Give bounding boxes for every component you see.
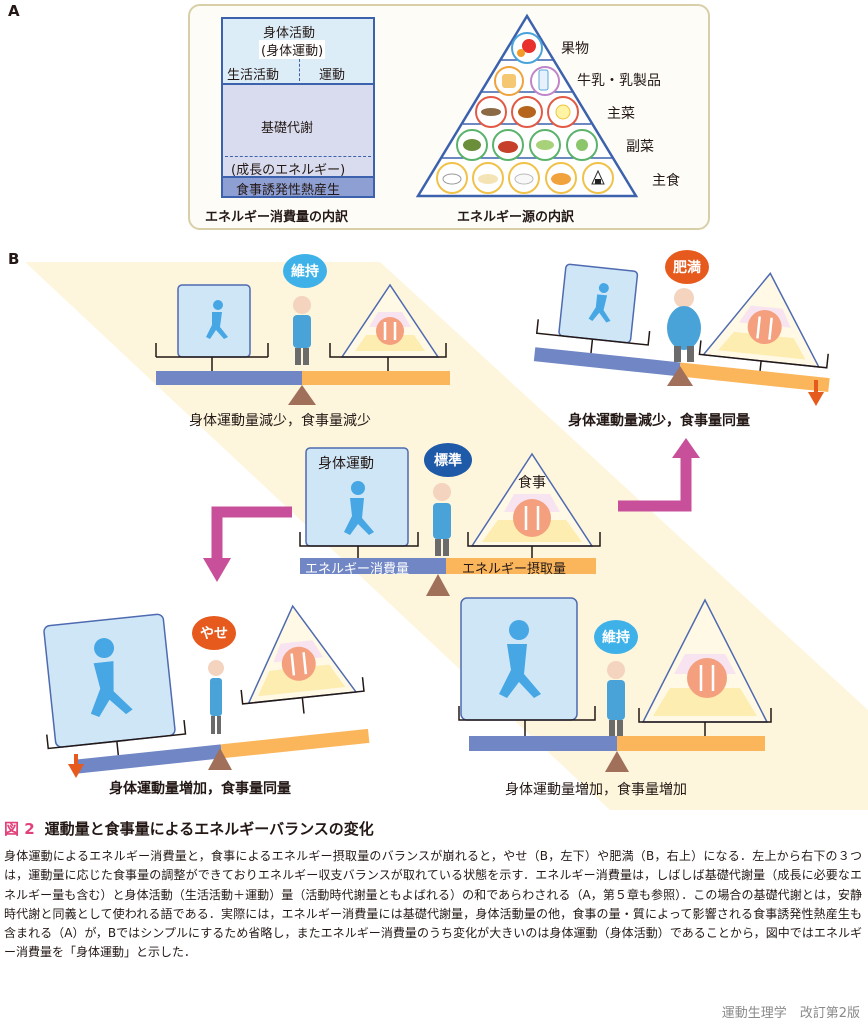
scale-bottom-left bbox=[43, 604, 370, 778]
figure-caption-body: 身体運動によるエネルギー消費量と，食事によるエネルギー摂取量のバランスが崩れると… bbox=[4, 847, 862, 963]
center-left-bar-label: エネルギー消費量 bbox=[305, 562, 410, 577]
status-badge-center: 標準 bbox=[424, 443, 472, 477]
running-person-icon bbox=[588, 283, 611, 323]
fork-knife-icon bbox=[281, 646, 316, 681]
caption-bottom-left: 身体運動量増加，食事量同量 bbox=[109, 781, 291, 797]
dit-label: 食事誘発性熱産生 bbox=[236, 183, 341, 198]
caption-top-left: 身体運動量減少，食事量減少 bbox=[189, 413, 371, 429]
energy-box-caption: エネルギー消費量の内訳 bbox=[205, 210, 349, 225]
scale-center bbox=[299, 447, 601, 596]
down-arrow-icon bbox=[68, 754, 84, 778]
caption-top-right: 身体運動量減少，食事量同量 bbox=[568, 413, 750, 429]
caption-bottom-right: 身体運動量増加，食事量増加 bbox=[505, 782, 687, 798]
caption-paragraph: 身体運動によるエネルギー消費量と，食事によるエネルギー摂取量のバランスが崩れると… bbox=[4, 849, 862, 960]
figure-number: 図 2 bbox=[4, 820, 35, 838]
status-badge-bottom-right: 維持 bbox=[594, 620, 638, 654]
fork-knife-icon bbox=[513, 499, 551, 537]
pyramid-level-staple: 主食 bbox=[652, 173, 680, 189]
apple-icon bbox=[522, 39, 536, 53]
arrow-to-thin bbox=[203, 506, 292, 582]
person-figure bbox=[208, 660, 224, 734]
down-arrow-icon bbox=[808, 380, 824, 406]
basal-section bbox=[223, 85, 373, 178]
person-figure bbox=[607, 661, 625, 736]
status-badge-top-left: 維持 bbox=[283, 254, 327, 288]
scale-bottom-right bbox=[458, 597, 772, 772]
center-exercise-label: 身体運動 bbox=[318, 456, 374, 472]
energy-expenditure-box: 身体活動 (身体運動) 生活活動 運動 基礎代謝 (成長のエネルギー) 食事誘発… bbox=[221, 17, 375, 198]
center-food-label: 食事 bbox=[518, 475, 546, 491]
person-figure bbox=[293, 296, 311, 365]
daily-life-label: 生活活動 bbox=[227, 68, 280, 83]
running-person-icon bbox=[344, 481, 374, 535]
running-person-icon bbox=[90, 638, 133, 717]
dairy-dish-icons bbox=[494, 66, 560, 96]
pyramid-level-side: 副菜 bbox=[626, 139, 654, 155]
running-person-icon bbox=[499, 620, 541, 698]
basal-label: 基礎代謝 bbox=[261, 121, 314, 136]
food-pyramid bbox=[415, 13, 639, 198]
fruit-dish-icon bbox=[511, 32, 543, 64]
growth-label: (成長のエネルギー) bbox=[231, 163, 346, 178]
main-dish-icons bbox=[475, 96, 579, 128]
activity-label-line1: 身体活動 bbox=[263, 26, 316, 41]
running-person-icon bbox=[206, 300, 228, 339]
activity-label-line2: (身体運動) bbox=[259, 40, 326, 59]
scale-top-left bbox=[155, 283, 450, 405]
activity-divider bbox=[299, 59, 300, 81]
panel-b-letter: B bbox=[8, 250, 20, 268]
figure-title-text: 運動量と食事量によるエネルギーバランスの変化 bbox=[44, 820, 374, 838]
person-figure bbox=[433, 483, 451, 556]
status-badge-bottom-left: やせ bbox=[192, 616, 236, 650]
fork-knife-icon bbox=[747, 310, 782, 345]
center-right-bar-label: エネルギー摂取量 bbox=[462, 562, 567, 577]
fork-knife-icon bbox=[687, 658, 727, 698]
figure-title: 図 2 運動量と食事量によるエネルギーバランスの変化 bbox=[4, 818, 374, 839]
person-figure bbox=[667, 288, 701, 362]
pyramid-level-main: 主菜 bbox=[607, 106, 635, 122]
growth-divider bbox=[225, 156, 371, 157]
panel-a-letter: A bbox=[8, 2, 20, 20]
scale-top-right bbox=[533, 263, 830, 406]
staple-dish-icons bbox=[436, 162, 614, 194]
side-dish-icons bbox=[456, 129, 598, 161]
book-footer: 運動生理学 改訂第2版 bbox=[721, 1006, 860, 1021]
arrow-to-obesity bbox=[618, 438, 700, 512]
exercise-label: 運動 bbox=[319, 68, 346, 83]
pyramid-level-fruit: 果物 bbox=[561, 41, 589, 57]
status-badge-top-right: 肥満 bbox=[665, 250, 709, 284]
pyramid-caption: エネルギー源の内訳 bbox=[457, 210, 575, 225]
fork-knife-icon bbox=[376, 317, 404, 345]
dit-section bbox=[223, 178, 373, 196]
pyramid-level-dairy: 牛乳・乳製品 bbox=[577, 73, 661, 89]
